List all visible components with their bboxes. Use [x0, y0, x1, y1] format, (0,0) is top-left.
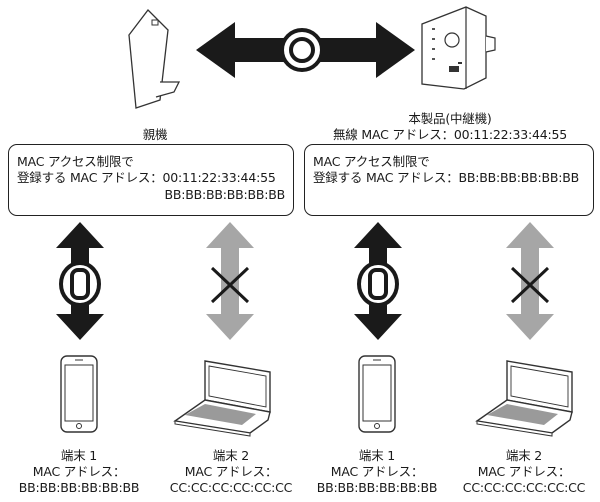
- smartphone-icon: [358, 355, 396, 433]
- router-box-line2: 登録する MAC アドレス：00:11:22:33:44:55: [17, 170, 276, 185]
- device-mac: CC:CC:CC:CC:CC:CC: [169, 480, 293, 495]
- smartphone-icon: [60, 355, 98, 433]
- extender-mac-filter-box: MAC アクセス制限で 登録する MAC アドレス：BB:BB:BB:BB:BB…: [304, 144, 594, 216]
- allowed-arrow-1: [56, 222, 104, 340]
- extender-box-line1: MAC アクセス制限で: [313, 154, 430, 169]
- device-1-label: 端末 1 MAC アドレス： BB:BB:BB:BB:BB:BB: [0, 448, 158, 496]
- router-caption: 親機: [142, 127, 168, 142]
- device-mac-label: MAC アドレス：: [330, 464, 424, 479]
- device-name: 端末 1: [358, 448, 396, 463]
- blocked-arrow-1: [206, 222, 254, 340]
- blocked-arrow-2: [506, 222, 554, 340]
- router-box-line1: MAC アクセス制限で: [17, 154, 134, 169]
- allowed-arrow-2: [354, 222, 402, 340]
- extender-caption-line1: 本製品(中継機): [408, 111, 492, 126]
- extender-box-line2: 登録する MAC アドレス：BB:BB:BB:BB:BB:BB: [313, 170, 580, 185]
- extender-caption-line2: 無線 MAC アドレス：00:11:22:33:44:55: [333, 127, 567, 142]
- router-extender-arrow: [196, 22, 415, 78]
- device-4-label: 端末 2 MAC アドレス： CC:CC:CC:CC:CC:CC: [448, 448, 600, 496]
- router-box-line3: BB:BB:BB:BB:BB:BB: [164, 187, 285, 202]
- extender-icon: [421, 6, 496, 90]
- device-mac: CC:CC:CC:CC:CC:CC: [462, 480, 586, 495]
- device-mac-label: MAC アドレス：: [32, 464, 126, 479]
- device-mac: BB:BB:BB:BB:BB:BB: [18, 480, 140, 495]
- device-mac: BB:BB:BB:BB:BB:BB: [316, 480, 438, 495]
- device-name: 端末 2: [212, 448, 250, 463]
- router-icon: [128, 9, 181, 109]
- device-2-label: 端末 2 MAC アドレス： CC:CC:CC:CC:CC:CC: [152, 448, 310, 496]
- device-name: 端末 1: [60, 448, 98, 463]
- device-name: 端末 2: [505, 448, 543, 463]
- device-3-label: 端末 1 MAC アドレス： BB:BB:BB:BB:BB:BB: [298, 448, 456, 496]
- device-mac-label: MAC アドレス：: [184, 464, 278, 479]
- router-mac-filter-box: MAC アクセス制限で 登録する MAC アドレス：00:11:22:33:44…: [8, 144, 294, 216]
- device-mac-label: MAC アドレス：: [477, 464, 571, 479]
- laptop-icon: [475, 360, 573, 437]
- laptop-icon: [173, 360, 271, 437]
